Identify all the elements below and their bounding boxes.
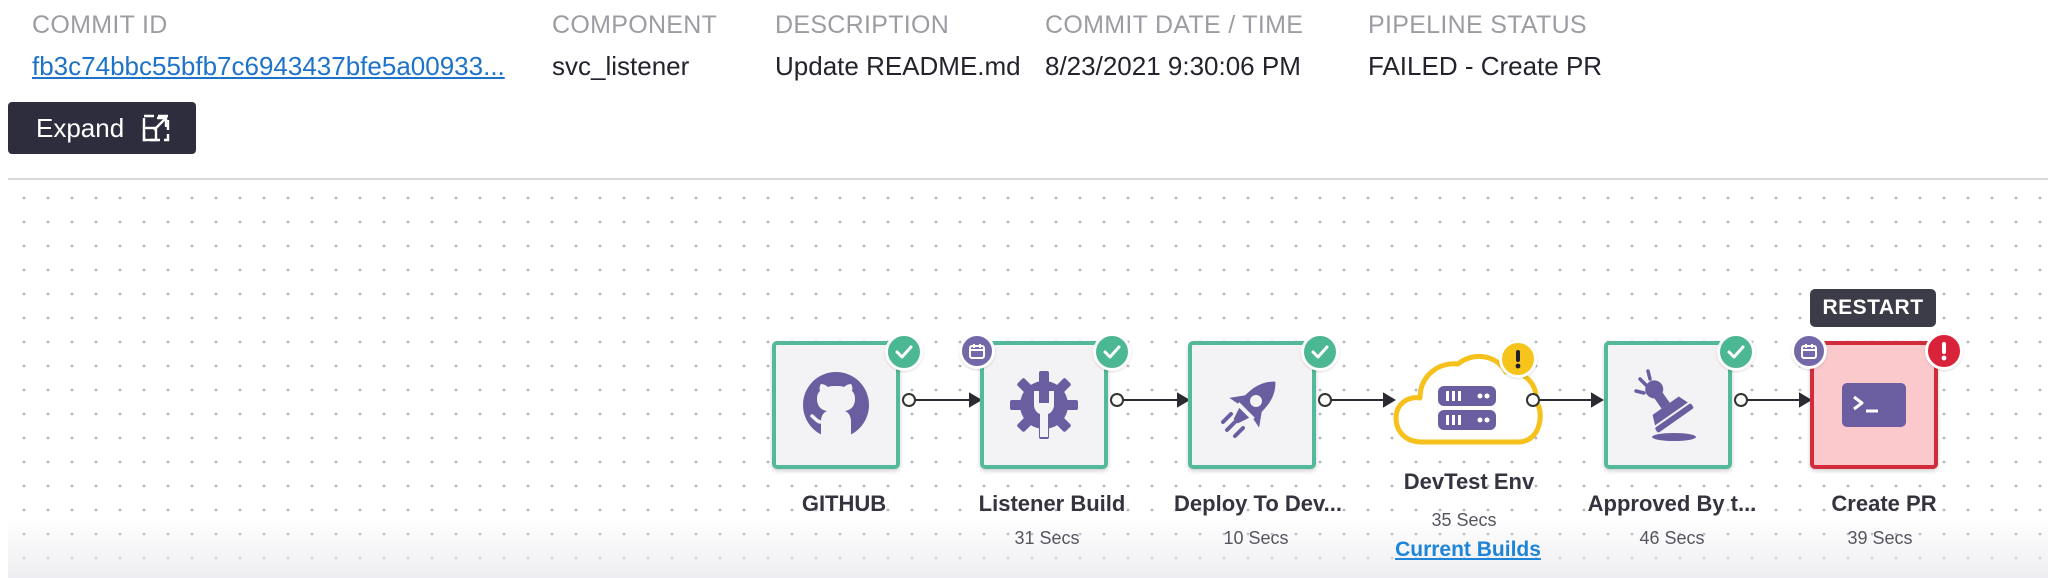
pipeline-status-column: PIPELINE STATUS FAILED - Create PR bbox=[1368, 10, 1602, 81]
calendar-icon bbox=[1801, 344, 1817, 359]
stage-node-listener-build[interactable] bbox=[980, 341, 1108, 469]
output-port-github[interactable] bbox=[902, 393, 916, 407]
check-icon bbox=[895, 345, 913, 359]
component-label: COMPONENT bbox=[552, 11, 718, 39]
component-column: COMPONENT svc_listener bbox=[552, 10, 717, 81]
stage-title-deploy-to-dev: Deploy To Dev... bbox=[1174, 491, 1342, 516]
expand-button-label: Expand bbox=[36, 112, 125, 143]
status-success-badge-deploy-to-dev bbox=[1301, 333, 1339, 371]
build-gear-icon bbox=[1010, 371, 1078, 439]
stage-title-listener-build: Listener Build bbox=[978, 491, 1126, 516]
connector-arrow-5 bbox=[1799, 392, 1812, 408]
output-port-devtest-env[interactable] bbox=[1526, 393, 1540, 407]
rocket-icon bbox=[1221, 381, 1276, 438]
approval-stamp-icon bbox=[1634, 369, 1696, 441]
commit-date-label: COMMIT DATE / TIME bbox=[1045, 11, 1304, 39]
expand-button[interactable]: Expand bbox=[8, 102, 196, 154]
stage-node-github[interactable] bbox=[772, 341, 900, 469]
stage-node-approved-by[interactable] bbox=[1604, 341, 1732, 469]
stage-duration-deploy-to-dev: 10 Secs bbox=[1223, 528, 1289, 548]
stage-title-devtest-env: DevTest Env bbox=[1403, 469, 1535, 494]
scheduled-badge-listener-build bbox=[959, 333, 995, 369]
connector-arrow-4 bbox=[1591, 392, 1604, 408]
output-port-deploy-to-dev[interactable] bbox=[1318, 393, 1332, 407]
check-icon bbox=[1727, 345, 1745, 359]
description-value: Update README.md bbox=[775, 51, 1021, 81]
stage-duration-devtest-env: 35 Secs bbox=[1431, 510, 1497, 530]
terminal-icon bbox=[1842, 383, 1906, 427]
github-icon bbox=[803, 372, 869, 438]
connector-arrow-1 bbox=[969, 392, 982, 408]
connector-arrow-2 bbox=[1177, 392, 1190, 408]
description-column: DESCRIPTION Update README.md bbox=[775, 10, 1021, 81]
stage-title-approved-by: Approved By t... bbox=[1587, 491, 1757, 516]
commit-date-column: COMMIT DATE / TIME 8/23/2021 9:30:06 PM bbox=[1045, 10, 1303, 81]
status-success-badge-approved-by bbox=[1717, 333, 1755, 371]
stage-duration-listener-build: 31 Secs bbox=[1014, 528, 1080, 548]
scheduled-badge-create-pr bbox=[1791, 333, 1827, 369]
connector-arrow-3 bbox=[1383, 392, 1396, 408]
stage-title-github: GITHUB bbox=[801, 491, 887, 516]
commit-id-link[interactable]: fb3c74bbc55bfb7c6943437bfe5a00933... bbox=[32, 51, 505, 81]
check-icon bbox=[1103, 345, 1121, 359]
description-label: DESCRIPTION bbox=[775, 11, 950, 39]
status-success-badge-listener-build bbox=[1093, 333, 1131, 371]
exclamation-icon bbox=[1515, 350, 1521, 369]
pipeline-status-value: FAILED - Create PR bbox=[1368, 51, 1603, 81]
commit-id-column: COMMIT ID fb3c74bbc55bfb7c6943437bfe5a00… bbox=[32, 10, 505, 81]
calendar-icon bbox=[969, 344, 985, 359]
stage-node-create-pr[interactable] bbox=[1810, 341, 1938, 469]
restart-button[interactable]: RESTART bbox=[1810, 289, 1936, 327]
status-success-badge-github bbox=[885, 333, 923, 371]
exclamation-icon bbox=[1941, 342, 1947, 361]
component-value: svc_listener bbox=[552, 51, 690, 81]
pipeline-status-label: PIPELINE STATUS bbox=[1368, 11, 1587, 39]
current-builds-link[interactable]: Current Builds bbox=[1395, 538, 1541, 561]
stage-duration-create-pr: 39 Secs bbox=[1847, 528, 1913, 548]
commit-info-header: COMMIT ID fb3c74bbc55bfb7c6943437bfe5a00… bbox=[0, 0, 2048, 178]
output-port-approved-by[interactable] bbox=[1734, 393, 1748, 407]
stage-node-deploy-to-dev[interactable] bbox=[1188, 341, 1316, 469]
expand-icon bbox=[142, 114, 170, 142]
stage-duration-approved-by: 46 Secs bbox=[1639, 528, 1705, 548]
cloud-server-icon bbox=[1438, 386, 1496, 430]
check-icon bbox=[1311, 345, 1329, 359]
commit-id-label: COMMIT ID bbox=[32, 11, 168, 39]
commit-date-value: 8/23/2021 9:30:06 PM bbox=[1045, 51, 1301, 81]
output-port-listener-build[interactable] bbox=[1110, 393, 1124, 407]
status-warning-badge-devtest-env bbox=[1499, 340, 1537, 378]
stage-title-create-pr: Create PR bbox=[1831, 491, 1937, 516]
status-error-badge-create-pr bbox=[1925, 332, 1963, 370]
